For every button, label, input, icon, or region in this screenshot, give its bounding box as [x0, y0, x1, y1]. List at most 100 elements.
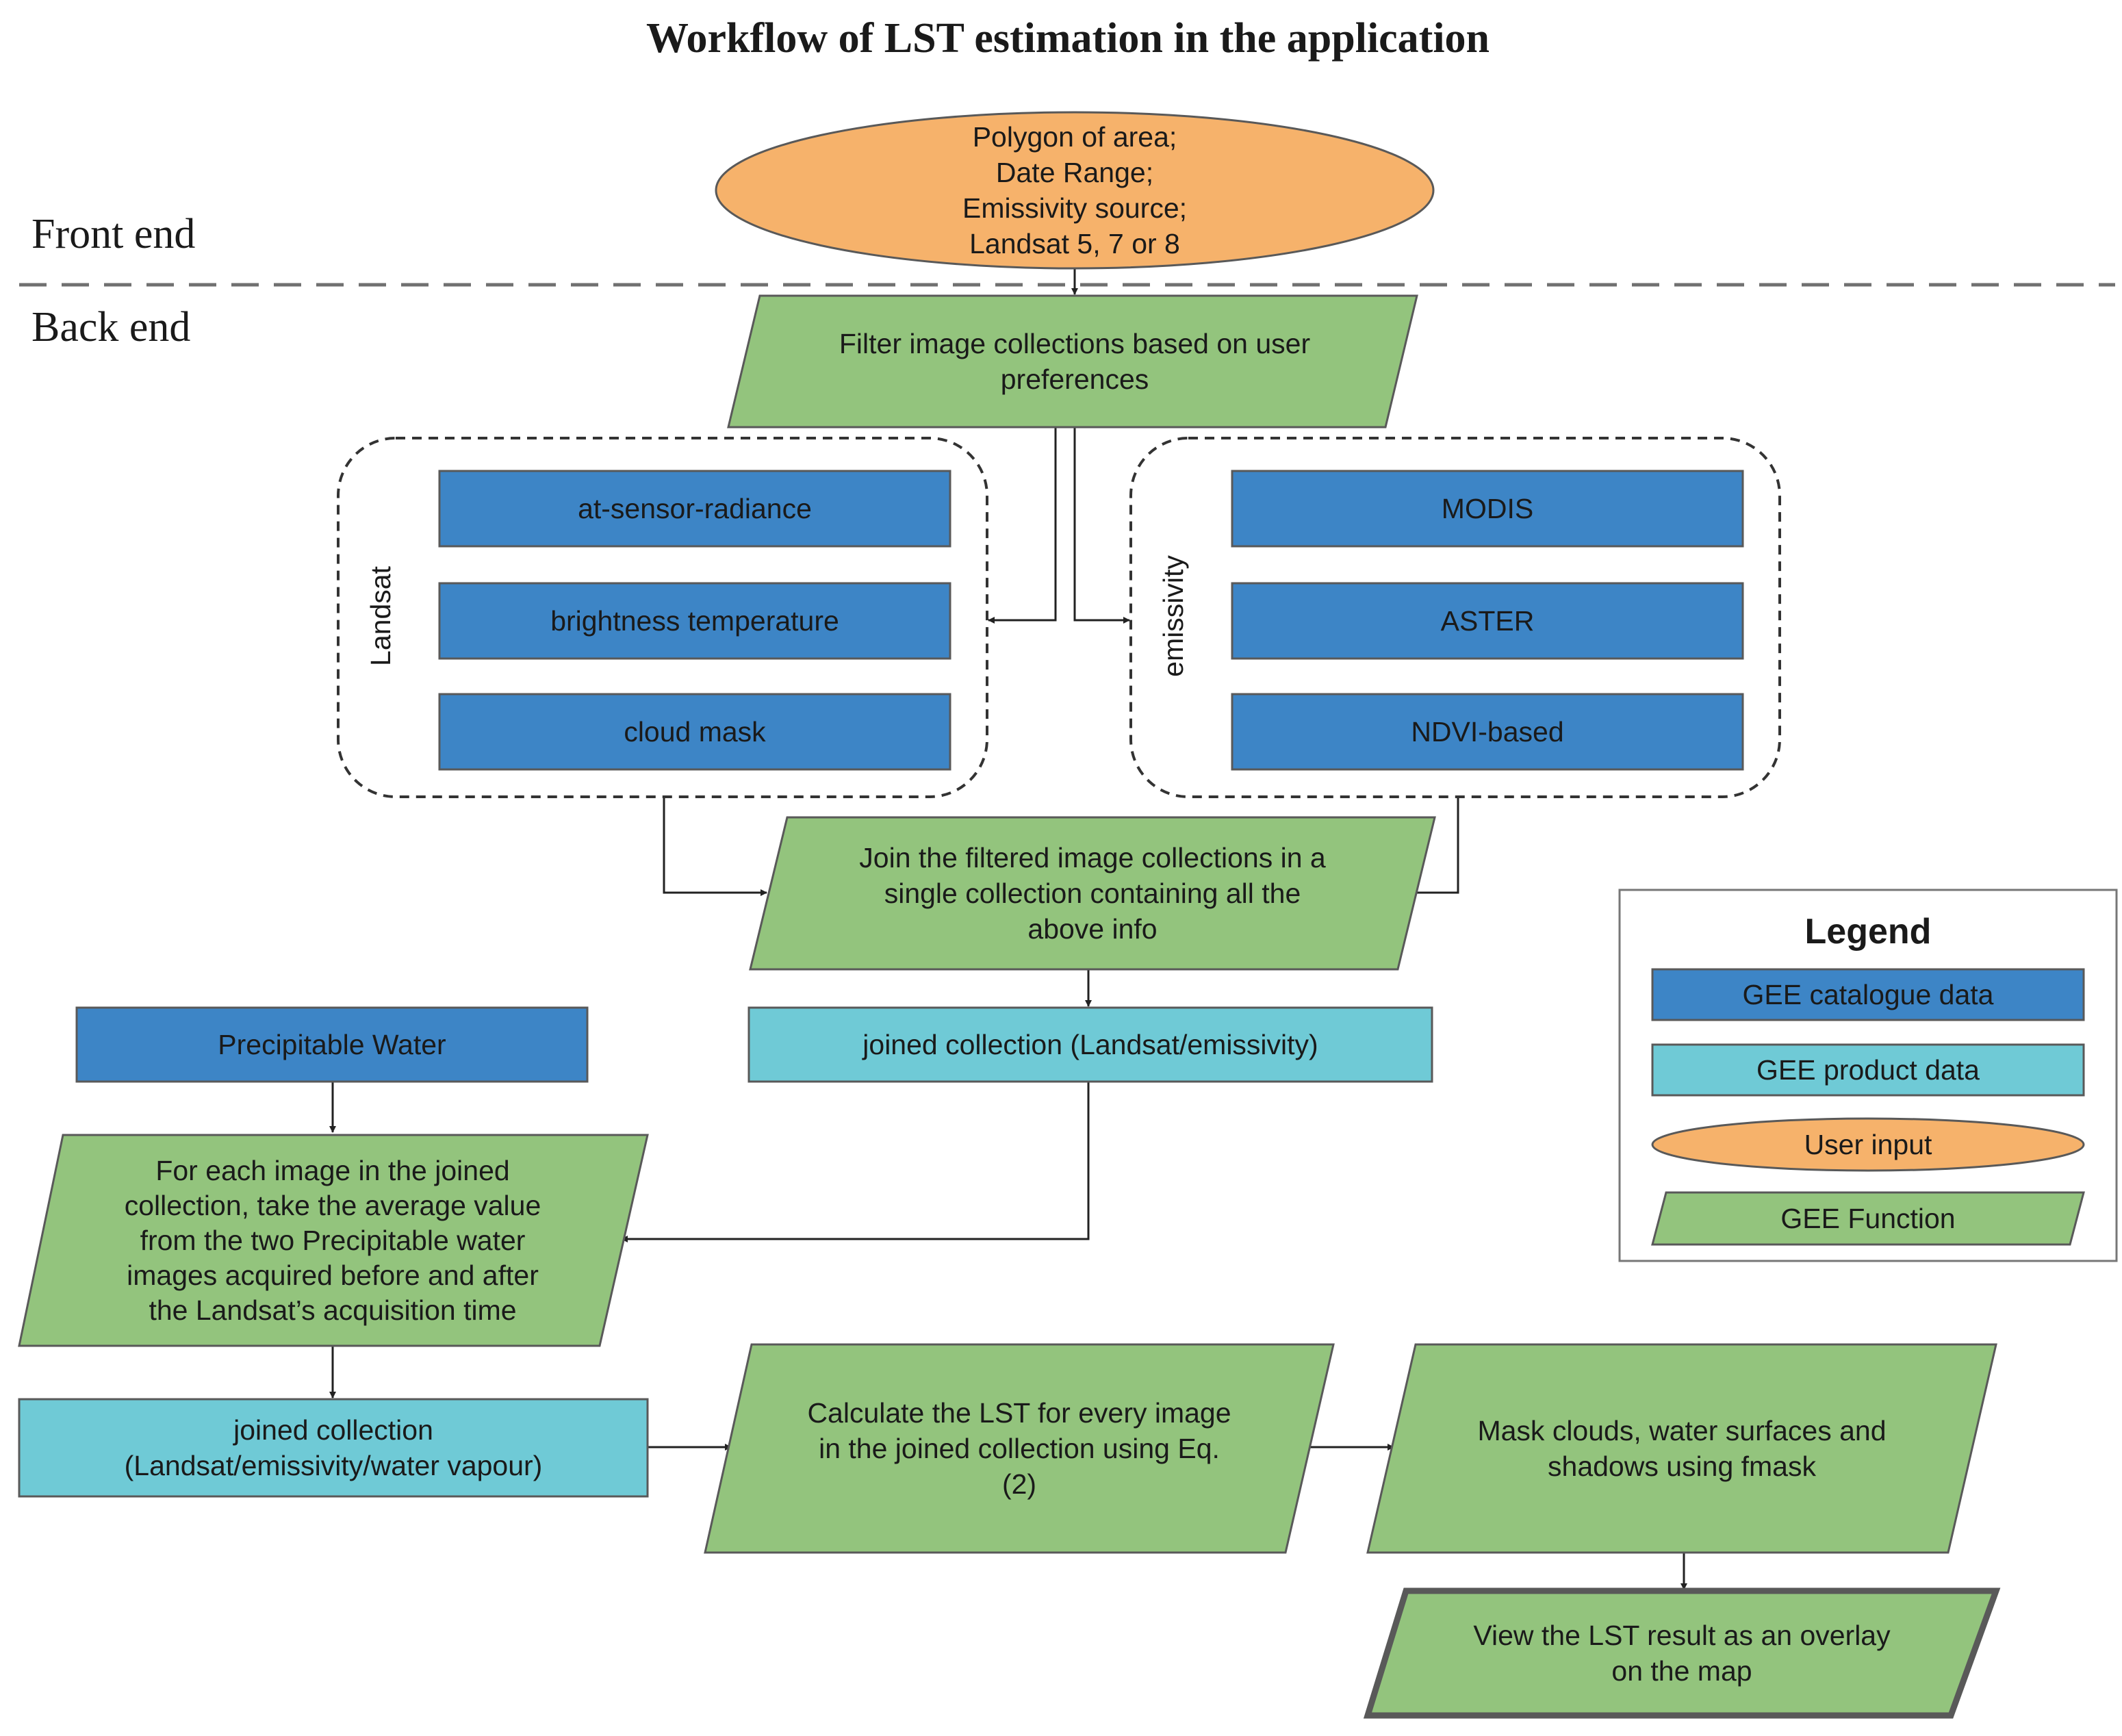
node-joined-collection-1: joined collection (Landsat/emissivity) [747, 1006, 1433, 1083]
modis-box [1231, 470, 1744, 548]
node-join-collections: Join the filtered image collections in a… [749, 816, 1436, 971]
node-text-line: on the map [1611, 1655, 1752, 1687]
node-text-line: above info [1027, 913, 1157, 945]
node-text-line: shadows using fmask [1548, 1451, 1816, 1482]
legend: Legend GEE catalogue data GEE product da… [1618, 889, 2118, 1262]
node-text-line: joined collection (Landsat/emissivity) [862, 1029, 1318, 1060]
view-parallelogram [1363, 1587, 2001, 1719]
ndvi-box [1231, 693, 1744, 771]
user-input-ellipse [715, 111, 1435, 270]
node-text-line: from the two Precipitable water [140, 1225, 526, 1256]
landsat-group [337, 437, 988, 798]
node-text-line: joined collection [233, 1414, 433, 1446]
node-modis: MODIS [1231, 470, 1744, 548]
radiance-box [438, 470, 951, 548]
node-text-line: (2) [1002, 1468, 1036, 1500]
node-text-line: MODIS [1442, 493, 1533, 524]
brightness-box [438, 582, 951, 660]
aster-text: ASTER [1441, 605, 1535, 637]
front-end-label: Front end [31, 211, 195, 257]
node-text-line: preferences [1001, 363, 1149, 395]
legend-swatch-function [1651, 1191, 2085, 1246]
mask-parallelogram [1366, 1343, 1997, 1554]
edge-filter-to-landsat [988, 427, 1057, 624]
back-end-label: Back end [31, 304, 190, 350]
node-cloud-mask: cloud mask [438, 693, 951, 771]
node-at-sensor-radiance: at-sensor-radiance [438, 470, 951, 548]
node-text-line: Landsat 5, 7 or 8 [969, 228, 1180, 259]
node-text-line: Date Range; [996, 157, 1153, 188]
average-text: For each image in the joined collection, … [125, 1155, 541, 1326]
brightness-text: brightness temperature [550, 605, 839, 637]
node-text-line: cloud mask [624, 716, 766, 748]
edge-joined1-to-average [621, 1082, 1090, 1242]
average-parallelogram [18, 1134, 649, 1347]
legend-label-input: User input [1804, 1129, 1932, 1160]
legend-label-function: GEE Function [1780, 1203, 1955, 1234]
node-text-line: Calculate the LST for every image [807, 1397, 1231, 1429]
calc-parallelogram [704, 1343, 1335, 1554]
legend-item-label: GEE product data [1756, 1054, 1980, 1086]
node-average-water: For each image in the joined collection, … [18, 1134, 649, 1347]
legend-item-label: User input [1804, 1129, 1932, 1160]
node-text-line: in the joined collection using Eq. [819, 1433, 1220, 1464]
calc-text: Calculate the LST for every image in the … [807, 1397, 1231, 1500]
legend-label-catalogue: GEE catalogue data [1743, 979, 1994, 1010]
node-text-line: single collection containing all the [884, 878, 1301, 909]
modis-text: MODIS [1442, 493, 1533, 524]
cloudmask-box [438, 693, 951, 771]
node-precipitable-water: Precipitable Water [75, 1006, 589, 1083]
joined2-text: joined collection (Landsat/emissivity/wat… [125, 1414, 543, 1481]
aster-box [1231, 582, 1744, 660]
node-text-line: at-sensor-radiance [578, 493, 812, 524]
joined1-text: joined collection (Landsat/emissivity) [862, 1029, 1318, 1060]
node-ndvi-based: NDVI-based [1231, 693, 1744, 771]
legend-swatch-catalogue [1651, 968, 2085, 1021]
node-text-line: Polygon of area; [973, 121, 1177, 153]
node-text-line: Mask clouds, water surfaces and [1477, 1415, 1886, 1446]
joined2-box [18, 1398, 649, 1498]
emissivity-group [1129, 437, 1781, 798]
legend-swatch-product [1651, 1043, 2085, 1097]
node-text-line: Emissivity source; [962, 192, 1187, 224]
node-text-line: Join the filtered image collections in a [859, 842, 1326, 873]
cloudmask-text: cloud mask [624, 716, 766, 748]
node-calculate-lst: Calculate the LST for every image in the … [704, 1343, 1335, 1554]
legend-item-label: GEE Function [1780, 1203, 1955, 1234]
user-input-text: Polygon of area; Date Range; Emissivity so… [962, 121, 1187, 259]
node-text-line: For each image in the joined [155, 1155, 509, 1186]
joined1-box [747, 1006, 1433, 1083]
node-text-line: Filter image collections based on user [839, 328, 1310, 359]
node-text-line: (Landsat/emissivity/water vapour) [125, 1450, 543, 1481]
node-text-line: the Landsat’s acquisition time [149, 1294, 516, 1326]
filter-text: Filter image collections based on user pr… [839, 328, 1310, 395]
node-text-line: brightness temperature [550, 605, 839, 637]
edges [329, 268, 1687, 1590]
legend-swatch-input [1651, 1117, 2085, 1172]
node-text-line: images acquired before and after [127, 1260, 539, 1291]
precip-box [75, 1006, 589, 1083]
node-aster: ASTER [1231, 582, 1744, 660]
node-mask-clouds: Mask clouds, water surfaces and shadows u… [1366, 1343, 1997, 1554]
ndvi-text: NDVI-based [1411, 716, 1563, 748]
node-text-line: ASTER [1441, 605, 1535, 637]
join-parallelogram [749, 816, 1436, 971]
mask-text: Mask clouds, water surfaces and shadows u… [1477, 1415, 1886, 1482]
node-joined-collection-2: joined collection (Landsat/emissivity/wat… [18, 1398, 649, 1498]
landsat-group-label: Landsat [365, 565, 396, 666]
node-text-line: NDVI-based [1411, 716, 1563, 748]
edge-landsat-to-join [663, 798, 767, 896]
node-text-line: collection, take the average value [125, 1190, 541, 1221]
edge-emissivity-to-join [1409, 798, 1459, 896]
radiance-text: at-sensor-radiance [578, 493, 812, 524]
emissivity-group-label: emissivity [1158, 555, 1189, 677]
node-text-line: Precipitable Water [218, 1029, 446, 1060]
node-user-input: Polygon of area; Date Range; Emissivity so… [715, 111, 1435, 270]
legend-label-product: GEE product data [1756, 1054, 1980, 1086]
diagram-title: Workflow of LST estimation in the applic… [646, 15, 1490, 62]
legend-title: Legend [1805, 912, 1932, 952]
precip-text: Precipitable Water [218, 1029, 446, 1060]
edge-filter-to-emissivity [1073, 427, 1130, 624]
